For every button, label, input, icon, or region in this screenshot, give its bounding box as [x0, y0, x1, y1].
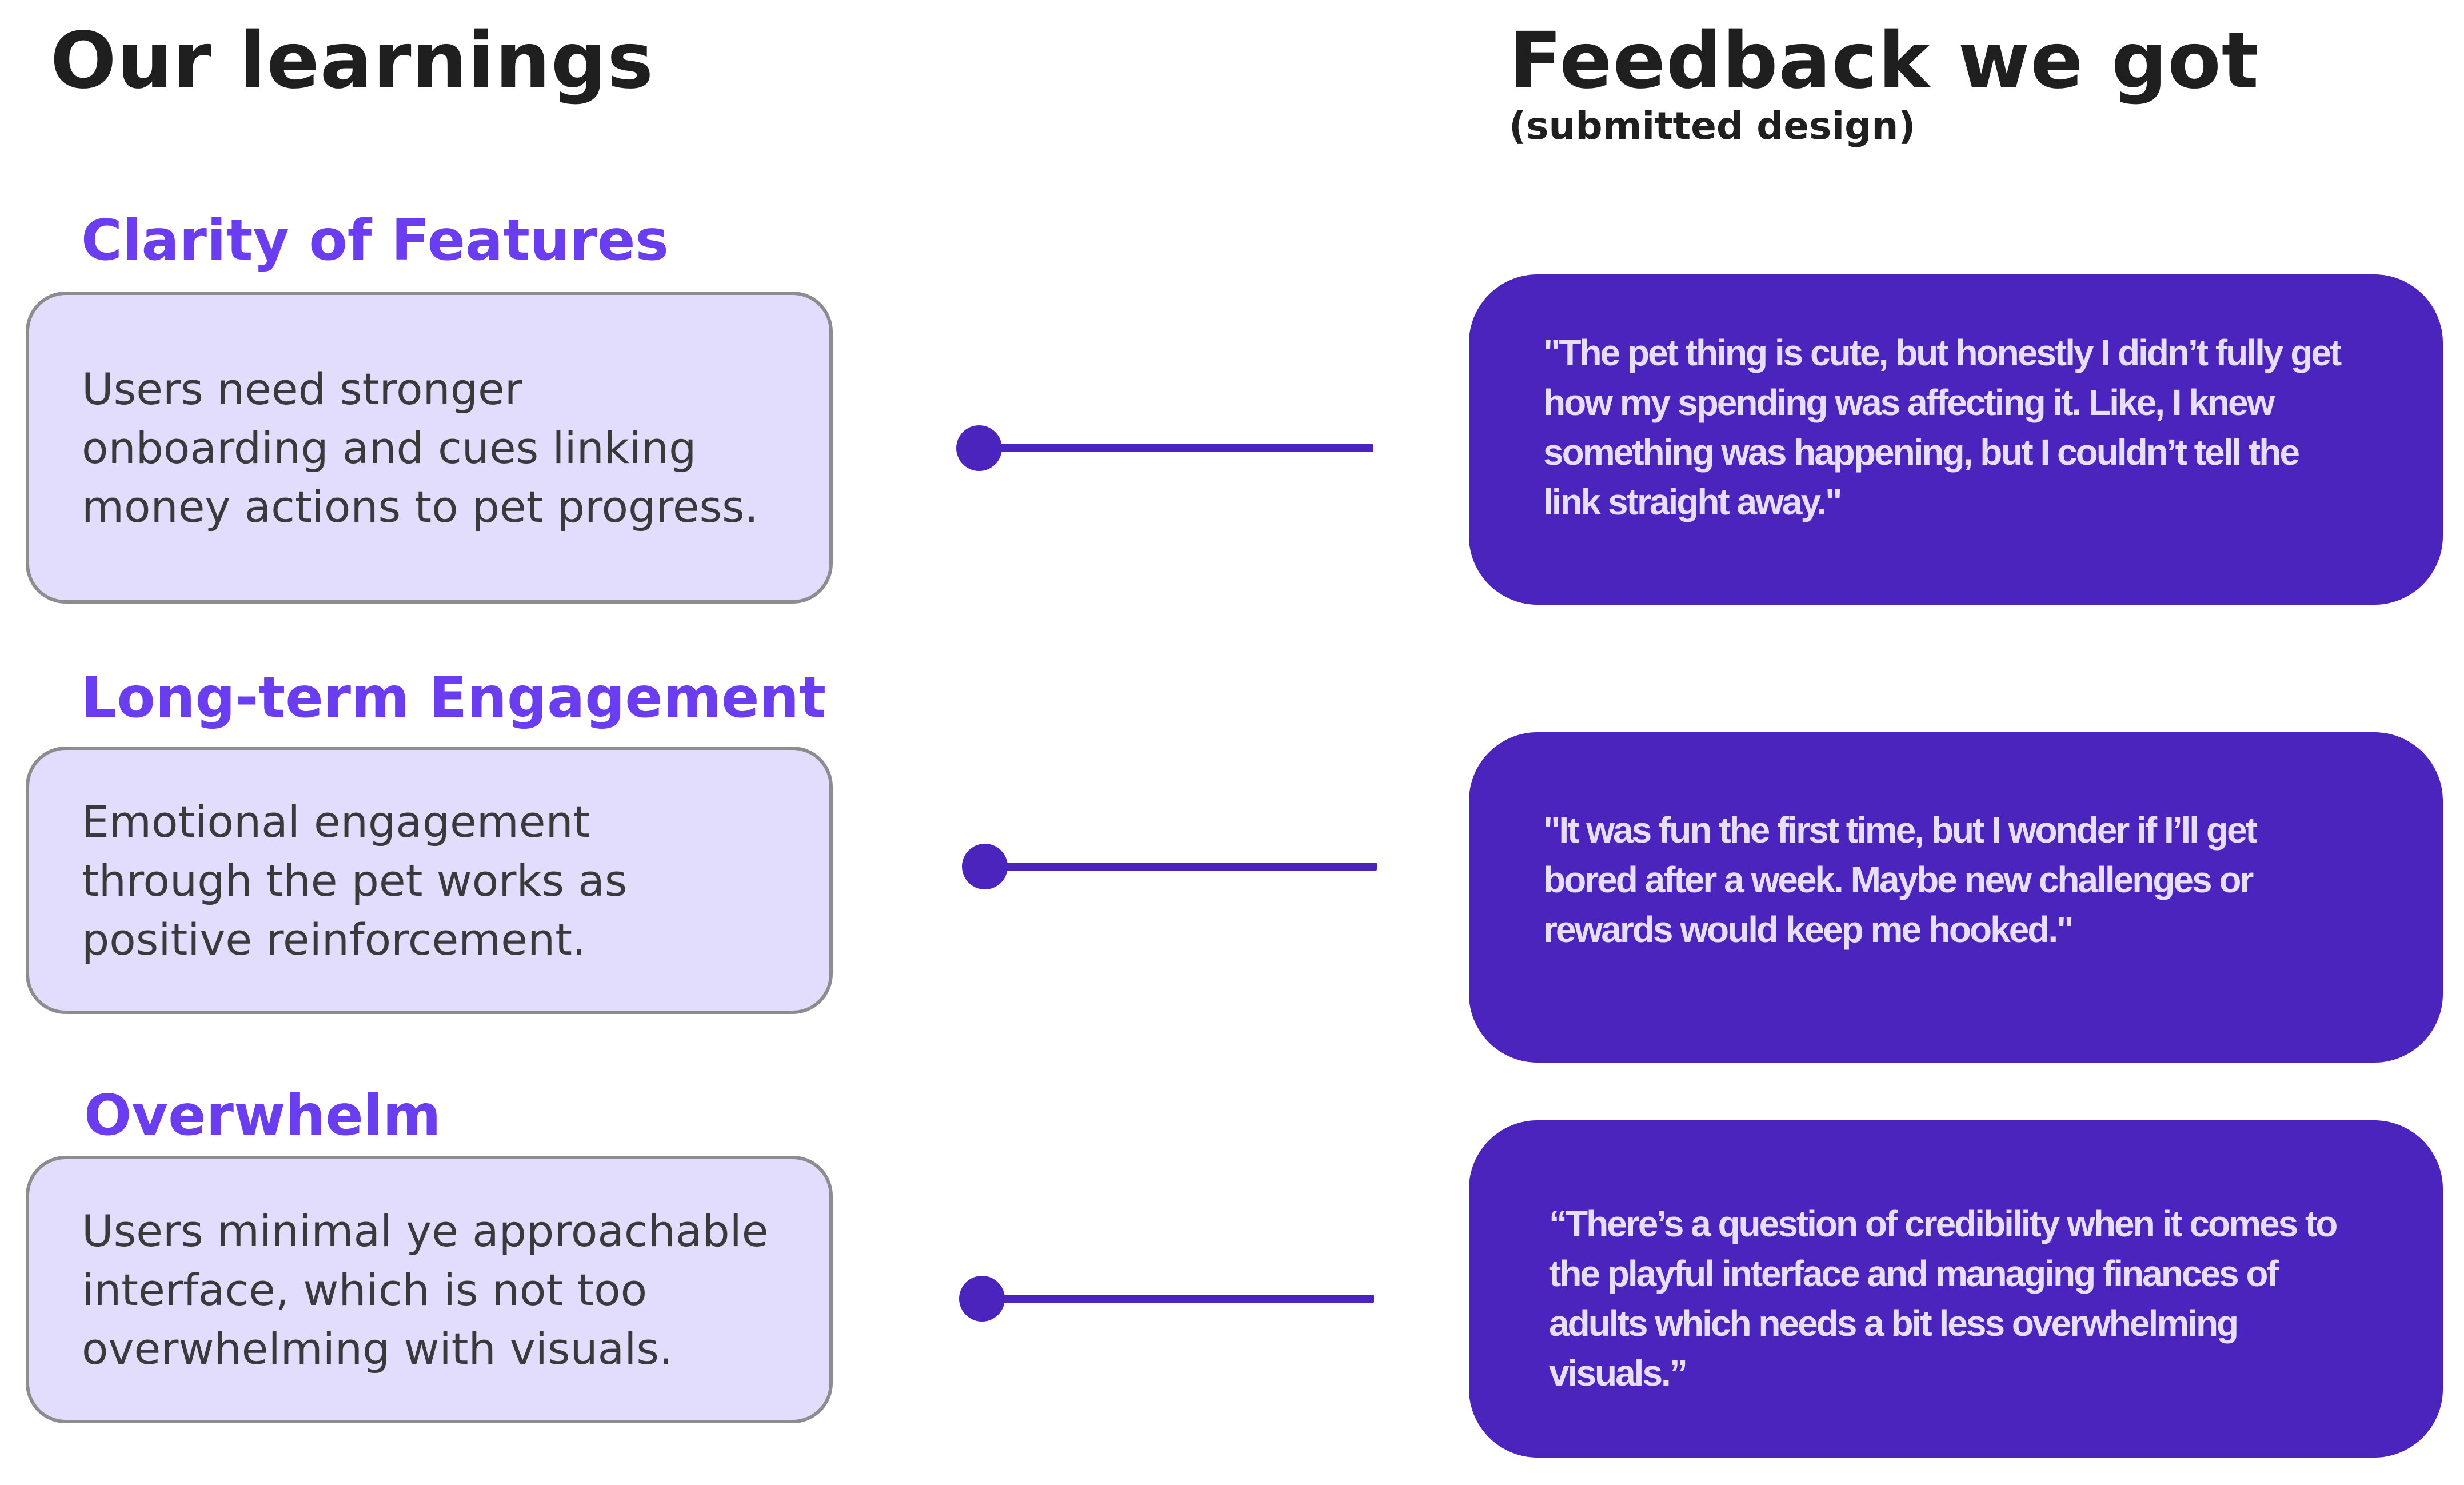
learning-text: Users minimal ye approachable interface,… — [82, 1205, 769, 1374]
learning-card-engagement: Emotional engagement through the pet wor… — [26, 747, 833, 1014]
feedback-heading: Feedback we got — [1509, 16, 2259, 106]
feedback-card-clarity: "The pet thing is cute, but honestly I d… — [1469, 274, 2443, 605]
learning-card-overwhelm: Users minimal ye approachable interface,… — [26, 1156, 833, 1423]
feedback-card-overwhelm: “There’s a question of credibility when … — [1469, 1120, 2443, 1458]
connector-line — [982, 1295, 1374, 1303]
feedback-quote: “There’s a question of credibility when … — [1549, 1203, 2338, 1394]
learning-text: Emotional engagement through the pet wor… — [82, 796, 628, 965]
connector-line — [985, 863, 1377, 871]
section-title-engagement: Long-term Engagement — [81, 665, 826, 730]
learning-card-clarity: Users need stronger onboarding and cues … — [26, 292, 833, 604]
feedback-quote: "The pet thing is cute, but honestly I d… — [1543, 332, 2342, 522]
section-title-overwhelm: Overwhelm — [84, 1083, 441, 1148]
learning-text: Users need stronger onboarding and cues … — [82, 363, 758, 532]
feedback-quote: "It was fun the first time, but I wonder… — [1543, 809, 2258, 950]
connector-line — [979, 444, 1373, 452]
feedback-subheading: (submitted design) — [1509, 104, 1916, 148]
feedback-card-engagement: "It was fun the first time, but I wonder… — [1469, 732, 2443, 1063]
learnings-heading: Our learnings — [50, 16, 654, 106]
section-title-clarity: Clarity of Features — [81, 208, 669, 273]
